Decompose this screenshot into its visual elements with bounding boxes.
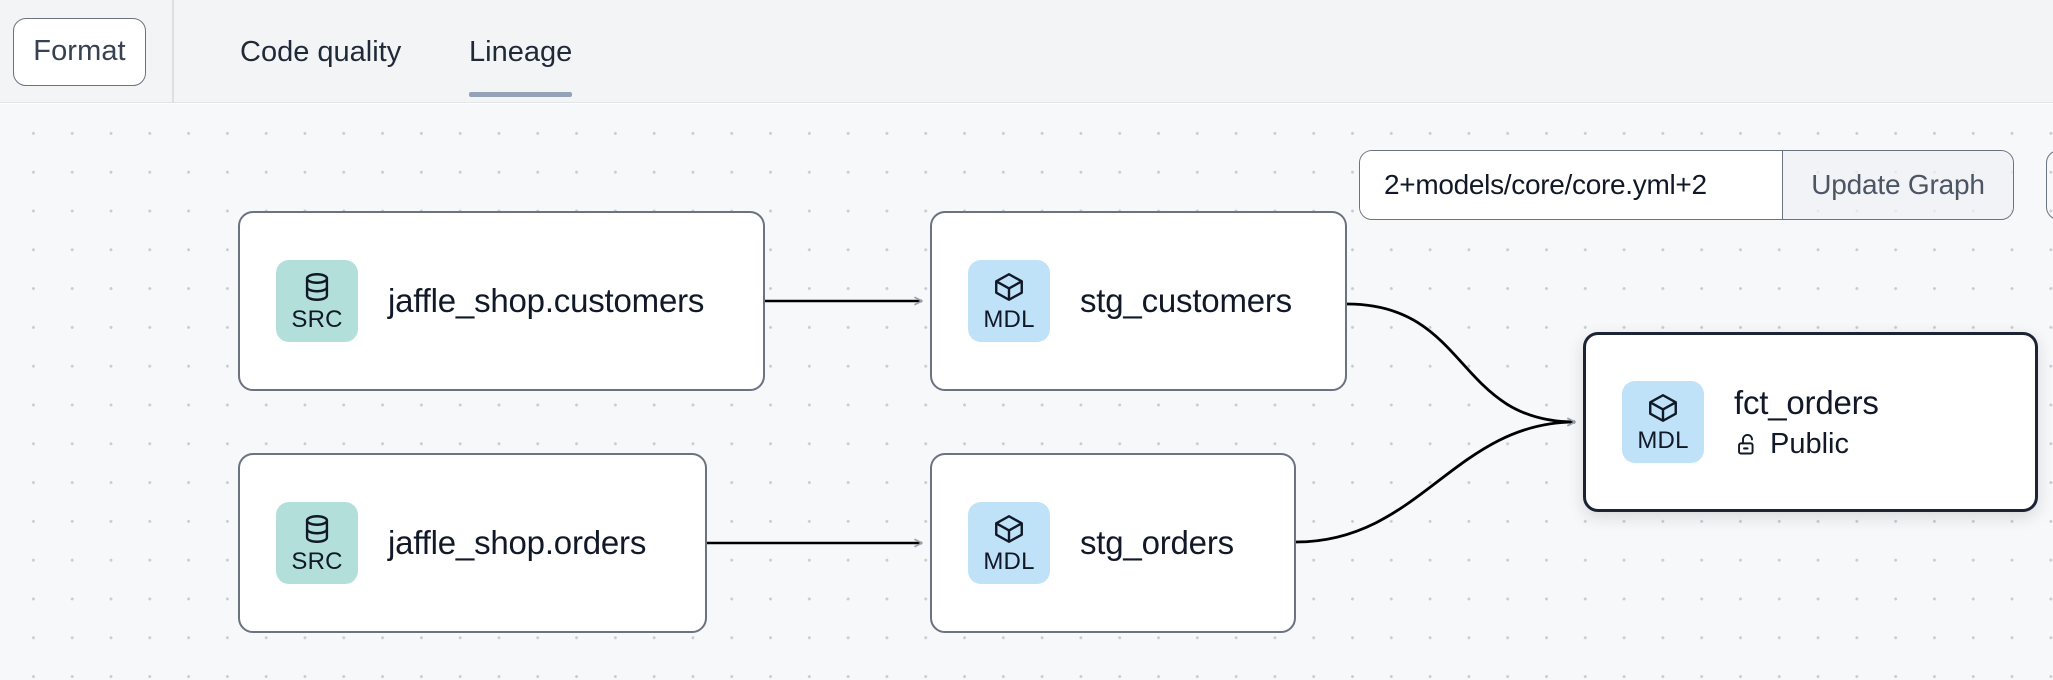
tab-code-quality-label: Code quality <box>240 36 402 68</box>
node-body: fct_orders Public <box>1734 384 1879 461</box>
edge-stg-orders-to-fct-orders <box>1295 417 1576 544</box>
badge-mdl: MDL <box>1622 381 1704 463</box>
lineage-node-fct-orders[interactable]: MDL fct_orders Public <box>1583 332 2038 512</box>
node-visibility: Public <box>1734 428 1879 461</box>
format-button[interactable]: Format <box>13 18 146 86</box>
header-divider <box>172 0 174 103</box>
badge-mdl-label: MDL <box>983 306 1035 333</box>
badge-src: SRC <box>276 502 358 584</box>
lineage-node-src-customers[interactable]: SRC jaffle_shop.customers <box>238 211 765 391</box>
graph-controls-overflow[interactable] <box>2046 150 2053 220</box>
node-visibility-label: Public <box>1770 427 1849 460</box>
cube-icon <box>995 273 1023 301</box>
unlock-icon <box>1738 433 1754 454</box>
node-title: stg_customers <box>1080 282 1292 319</box>
node-title: stg_orders <box>1080 524 1234 561</box>
database-icon <box>305 515 329 543</box>
tab-lineage[interactable]: Lineage <box>469 0 573 103</box>
node-body: stg_customers <box>1080 282 1292 320</box>
badge-src: SRC <box>276 260 358 342</box>
node-title: jaffle_shop.customers <box>388 282 705 319</box>
badge-src-label: SRC <box>291 306 343 333</box>
database-icon <box>305 273 329 301</box>
edge-stg-customers-to-fct-orders <box>1346 302 1576 427</box>
node-body: stg_orders <box>1080 524 1234 562</box>
node-title: jaffle_shop.orders <box>388 524 647 561</box>
lineage-canvas[interactable]: SRC jaffle_shop.customers MDL stg_custom… <box>0 104 2053 680</box>
badge-mdl: MDL <box>968 260 1050 342</box>
lineage-node-stg-customers[interactable]: MDL stg_customers <box>930 211 1347 391</box>
badge-src-label: SRC <box>291 548 343 575</box>
update-graph-button[interactable]: Update Graph <box>1782 151 2013 219</box>
lineage-node-stg-orders[interactable]: MDL stg_orders <box>930 453 1296 633</box>
lineage-node-src-orders[interactable]: SRC jaffle_shop.orders <box>238 453 707 633</box>
tab-code-quality[interactable]: Code quality <box>240 0 401 103</box>
node-body: jaffle_shop.orders <box>388 524 646 562</box>
toolbar-header: Format Code quality Lineage <box>0 0 2053 103</box>
cube-icon <box>1649 394 1677 422</box>
badge-mdl: MDL <box>968 502 1050 584</box>
tab-active-underline <box>469 92 573 97</box>
badge-mdl-label: MDL <box>983 548 1035 575</box>
selector-input[interactable] <box>1360 151 1782 219</box>
tab-lineage-label: Lineage <box>469 36 573 68</box>
badge-mdl-label: MDL <box>1637 427 1689 454</box>
node-body: jaffle_shop.customers <box>388 282 704 320</box>
graph-selector-bar: Update Graph <box>1359 150 2014 220</box>
cube-icon <box>995 515 1023 543</box>
node-title: fct_orders <box>1734 383 1879 421</box>
